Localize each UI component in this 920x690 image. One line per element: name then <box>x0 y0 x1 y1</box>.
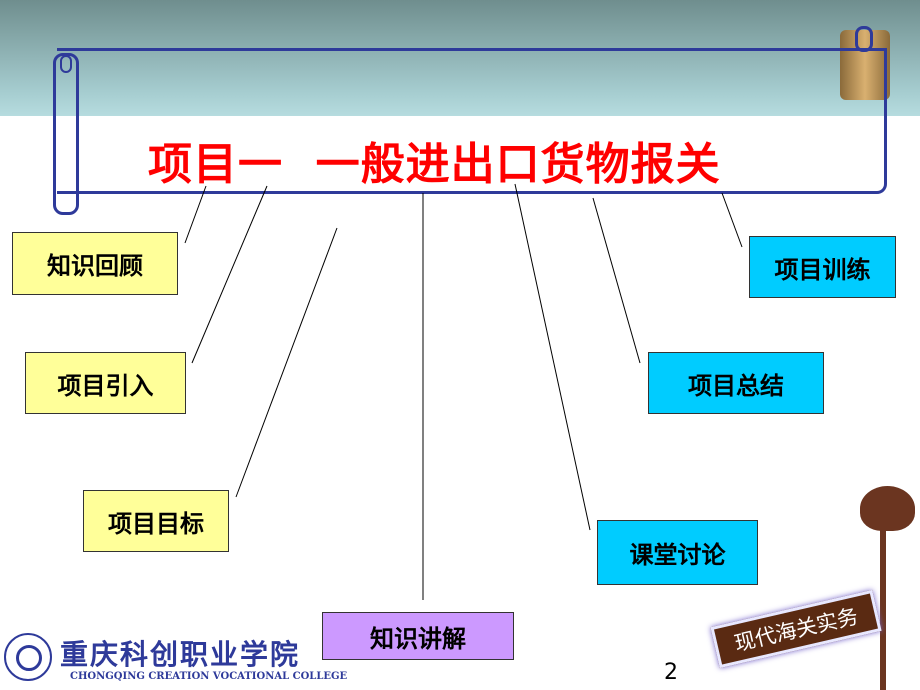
scroll-left-roll <box>53 53 79 215</box>
sky-background <box>0 0 920 116</box>
college-name-cn: 重庆科创职业学院 <box>60 638 301 671</box>
flower-stem-icon <box>880 530 886 690</box>
college-seal-icon <box>4 633 52 681</box>
flower-decoration-icon <box>860 486 915 531</box>
college-name-en: CHONGQING CREATION VOCATIONAL COLLEGE <box>70 671 348 682</box>
slide-title: 项目一 一般进出口货物报关 <box>148 139 721 190</box>
title-scroll <box>57 48 887 194</box>
brush-pot-icon <box>840 30 890 100</box>
box-knowledge-lecture[interactable]: 知识讲解 <box>322 612 514 660</box>
box-class-discussion[interactable]: 课堂讨论 <box>597 520 758 585</box>
box-knowledge-review[interactable]: 知识回顾 <box>12 232 178 295</box>
box-project-intro[interactable]: 项目引入 <box>25 352 186 414</box>
page-number: 2 <box>664 660 678 685</box>
box-project-summary[interactable]: 项目总结 <box>648 352 824 414</box>
scroll-curl-left <box>60 55 72 73</box>
scroll-curl-right <box>855 26 873 52</box>
box-project-goals[interactable]: 项目目标 <box>83 490 229 552</box>
box-project-training[interactable]: 项目训练 <box>749 236 896 298</box>
